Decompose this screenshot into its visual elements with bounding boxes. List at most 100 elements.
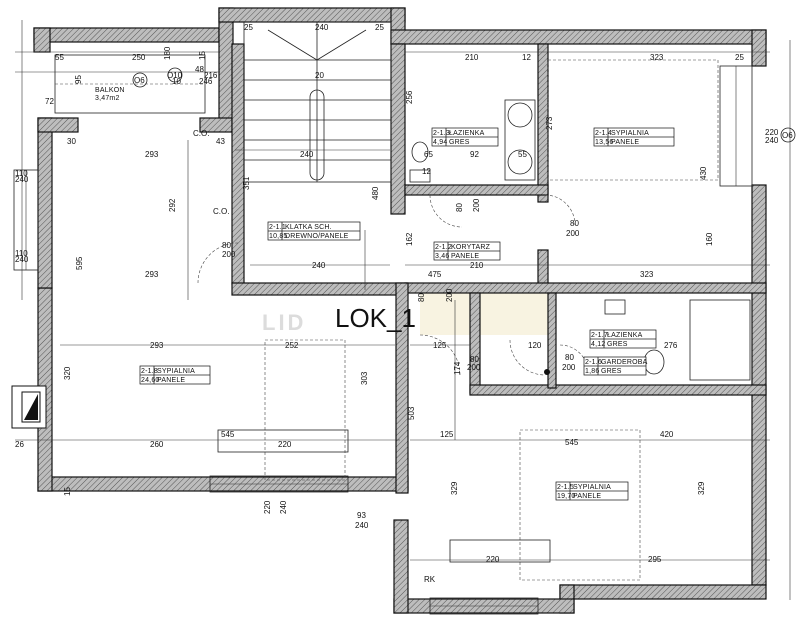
bathroom-fixtures bbox=[409, 99, 665, 375]
dimension-d480: 480 bbox=[371, 186, 380, 200]
mark-o10: O10 bbox=[167, 71, 183, 80]
dimension-d125b: 125 bbox=[440, 430, 454, 439]
room-garderoba-area: 1,86 bbox=[585, 368, 599, 375]
room-korytarz-area: 3,46 bbox=[435, 253, 449, 260]
dimension-d25a: 25 bbox=[244, 23, 253, 32]
room-sypialnia4-code: 2-1.4 bbox=[595, 130, 612, 137]
dimension-d93: 93 bbox=[357, 511, 366, 520]
wall-top-right bbox=[390, 29, 767, 45]
room-sypialnia8-code: 2-1.8 bbox=[141, 368, 158, 375]
dimension-d160: 160 bbox=[705, 232, 714, 246]
wall-bedroom8-east bbox=[395, 282, 409, 494]
dimension-d293a: 293 bbox=[145, 150, 159, 159]
dimension-d12b: 12 bbox=[422, 167, 431, 176]
dimension-d240h: 240 bbox=[355, 521, 369, 530]
dimension-d220d: 220 bbox=[486, 555, 500, 564]
dimension-d250: 250 bbox=[132, 53, 146, 62]
wall-stair-south bbox=[231, 282, 408, 296]
room-lazienka7-floor: GRES bbox=[607, 341, 628, 348]
room-sypialnia8: 2-1.8 SYPIALNIA 24,60 PANELE bbox=[139, 365, 211, 385]
mark-o6-circle-a bbox=[132, 72, 148, 88]
dimension-d55: 55 bbox=[55, 53, 64, 62]
room-sypialnia8-area: 24,60 bbox=[141, 377, 160, 384]
room-korytarz-floor: PANELE bbox=[451, 253, 479, 260]
room-sypialnia5-area: 19,70 bbox=[557, 493, 576, 500]
dimension-d475: 475 bbox=[428, 270, 442, 279]
room-sypialnia4-area: 13,56 bbox=[595, 139, 614, 146]
dimension-d246: 246 bbox=[199, 77, 213, 86]
dimension-d92: 92 bbox=[470, 150, 479, 159]
dimension-d180: 180 bbox=[163, 46, 172, 60]
dimension-d125a: 125 bbox=[433, 341, 447, 350]
dimension-lines bbox=[15, 20, 791, 600]
wall-bath7-west bbox=[469, 292, 481, 394]
dimension-d200d: 200 bbox=[445, 288, 454, 302]
wall-bottom-right bbox=[559, 584, 767, 600]
wall-bottom-left-b bbox=[393, 519, 409, 614]
dimension-d240c: 240 bbox=[765, 136, 779, 145]
fireplace bbox=[11, 385, 47, 429]
room-lazienka1: 2-1.3 ŁAZIENKA 4,94 GRES bbox=[431, 127, 499, 147]
dimension-d120: 120 bbox=[528, 341, 542, 350]
room-sypialnia4: 2-1.4 SYPIALNIA 13,56 PANELE bbox=[593, 127, 675, 147]
room-garderoba-floor: GRES bbox=[601, 368, 622, 375]
room-sypialnia5-floor: PANELE bbox=[573, 493, 601, 500]
dimension-d320: 320 bbox=[63, 366, 72, 380]
room-garderoba-name: GARDEROBA bbox=[601, 359, 648, 366]
dimension-d80f: 80 bbox=[565, 353, 574, 362]
dimension-d30: 30 bbox=[67, 137, 76, 146]
wall-left-upper bbox=[37, 117, 53, 289]
dimension-d240f: 240 bbox=[312, 261, 326, 270]
windows bbox=[13, 65, 753, 615]
mark-o6-circle-b bbox=[780, 127, 796, 143]
wall-bath7-garderoba bbox=[547, 292, 557, 389]
dimension-d20: 20 bbox=[315, 71, 324, 80]
dimension-d200f: 200 bbox=[562, 363, 576, 372]
dimension-d25c: 25 bbox=[735, 53, 744, 62]
unit-title: LOK_1 bbox=[335, 303, 416, 333]
mark-o10-circle bbox=[167, 67, 183, 83]
wall-stair-top bbox=[218, 7, 406, 23]
room-klatka-code: 2-1.1 bbox=[269, 224, 286, 231]
dimension-d240e: 240 bbox=[15, 255, 29, 264]
dimension-d95: 95 bbox=[74, 75, 83, 84]
dimension-d55b: 55 bbox=[518, 150, 527, 159]
watermark-text: LID bbox=[262, 310, 306, 335]
dimension-d329a: 329 bbox=[450, 481, 459, 495]
room-sypialnia5-code: 2-1.5 bbox=[557, 484, 574, 491]
room-sypialnia4-floor: PANELE bbox=[611, 139, 639, 146]
dimension-d216: 216 bbox=[204, 71, 218, 80]
dimension-d293c: 293 bbox=[150, 341, 164, 350]
wall-corridor-south bbox=[404, 282, 767, 294]
dimension-d292: 292 bbox=[168, 198, 177, 212]
room-balkon-area: 3,47m2 bbox=[95, 95, 120, 102]
room-lazienka1-floor: GRES bbox=[449, 139, 470, 146]
dimension-d162: 162 bbox=[405, 232, 414, 246]
room-lazienka7-area: 4,12 bbox=[591, 341, 605, 348]
interior-walls bbox=[231, 43, 767, 494]
furniture bbox=[217, 59, 751, 581]
dimension-d43: 43 bbox=[216, 137, 225, 146]
room-lazienka7-code: 2-1.7 bbox=[591, 332, 608, 339]
dimension-d200b: 200 bbox=[472, 198, 481, 212]
dimension-d80e: 80 bbox=[470, 355, 479, 364]
wall-stair-bath bbox=[390, 43, 406, 215]
mark-co-1: C.O. bbox=[193, 129, 209, 138]
dimension-d323b: 323 bbox=[640, 270, 654, 279]
dimension-d210a: 210 bbox=[465, 53, 479, 62]
dimension-d323a: 323 bbox=[650, 53, 664, 62]
wall-corridor-east bbox=[537, 249, 549, 285]
room-klatka-floor: DREWNO/PANELE bbox=[285, 233, 349, 240]
room-sypialnia8-name: SYPIALNIA bbox=[157, 368, 195, 375]
room-lazienka1-area: 4,94 bbox=[433, 139, 447, 146]
room-klatka-area: 10,85 bbox=[269, 233, 288, 240]
wall-top-left-corner bbox=[33, 27, 51, 53]
dimension-d25b: 25 bbox=[375, 23, 384, 32]
dimension-d80b: 80 bbox=[455, 203, 464, 212]
dimension-d200c: 200 bbox=[566, 229, 580, 238]
door-swings bbox=[197, 194, 589, 376]
room-garderoba: 2-1.6 GARDEROBA 1,86 GRES bbox=[583, 356, 648, 376]
dimension-d72: 72 bbox=[45, 97, 54, 106]
